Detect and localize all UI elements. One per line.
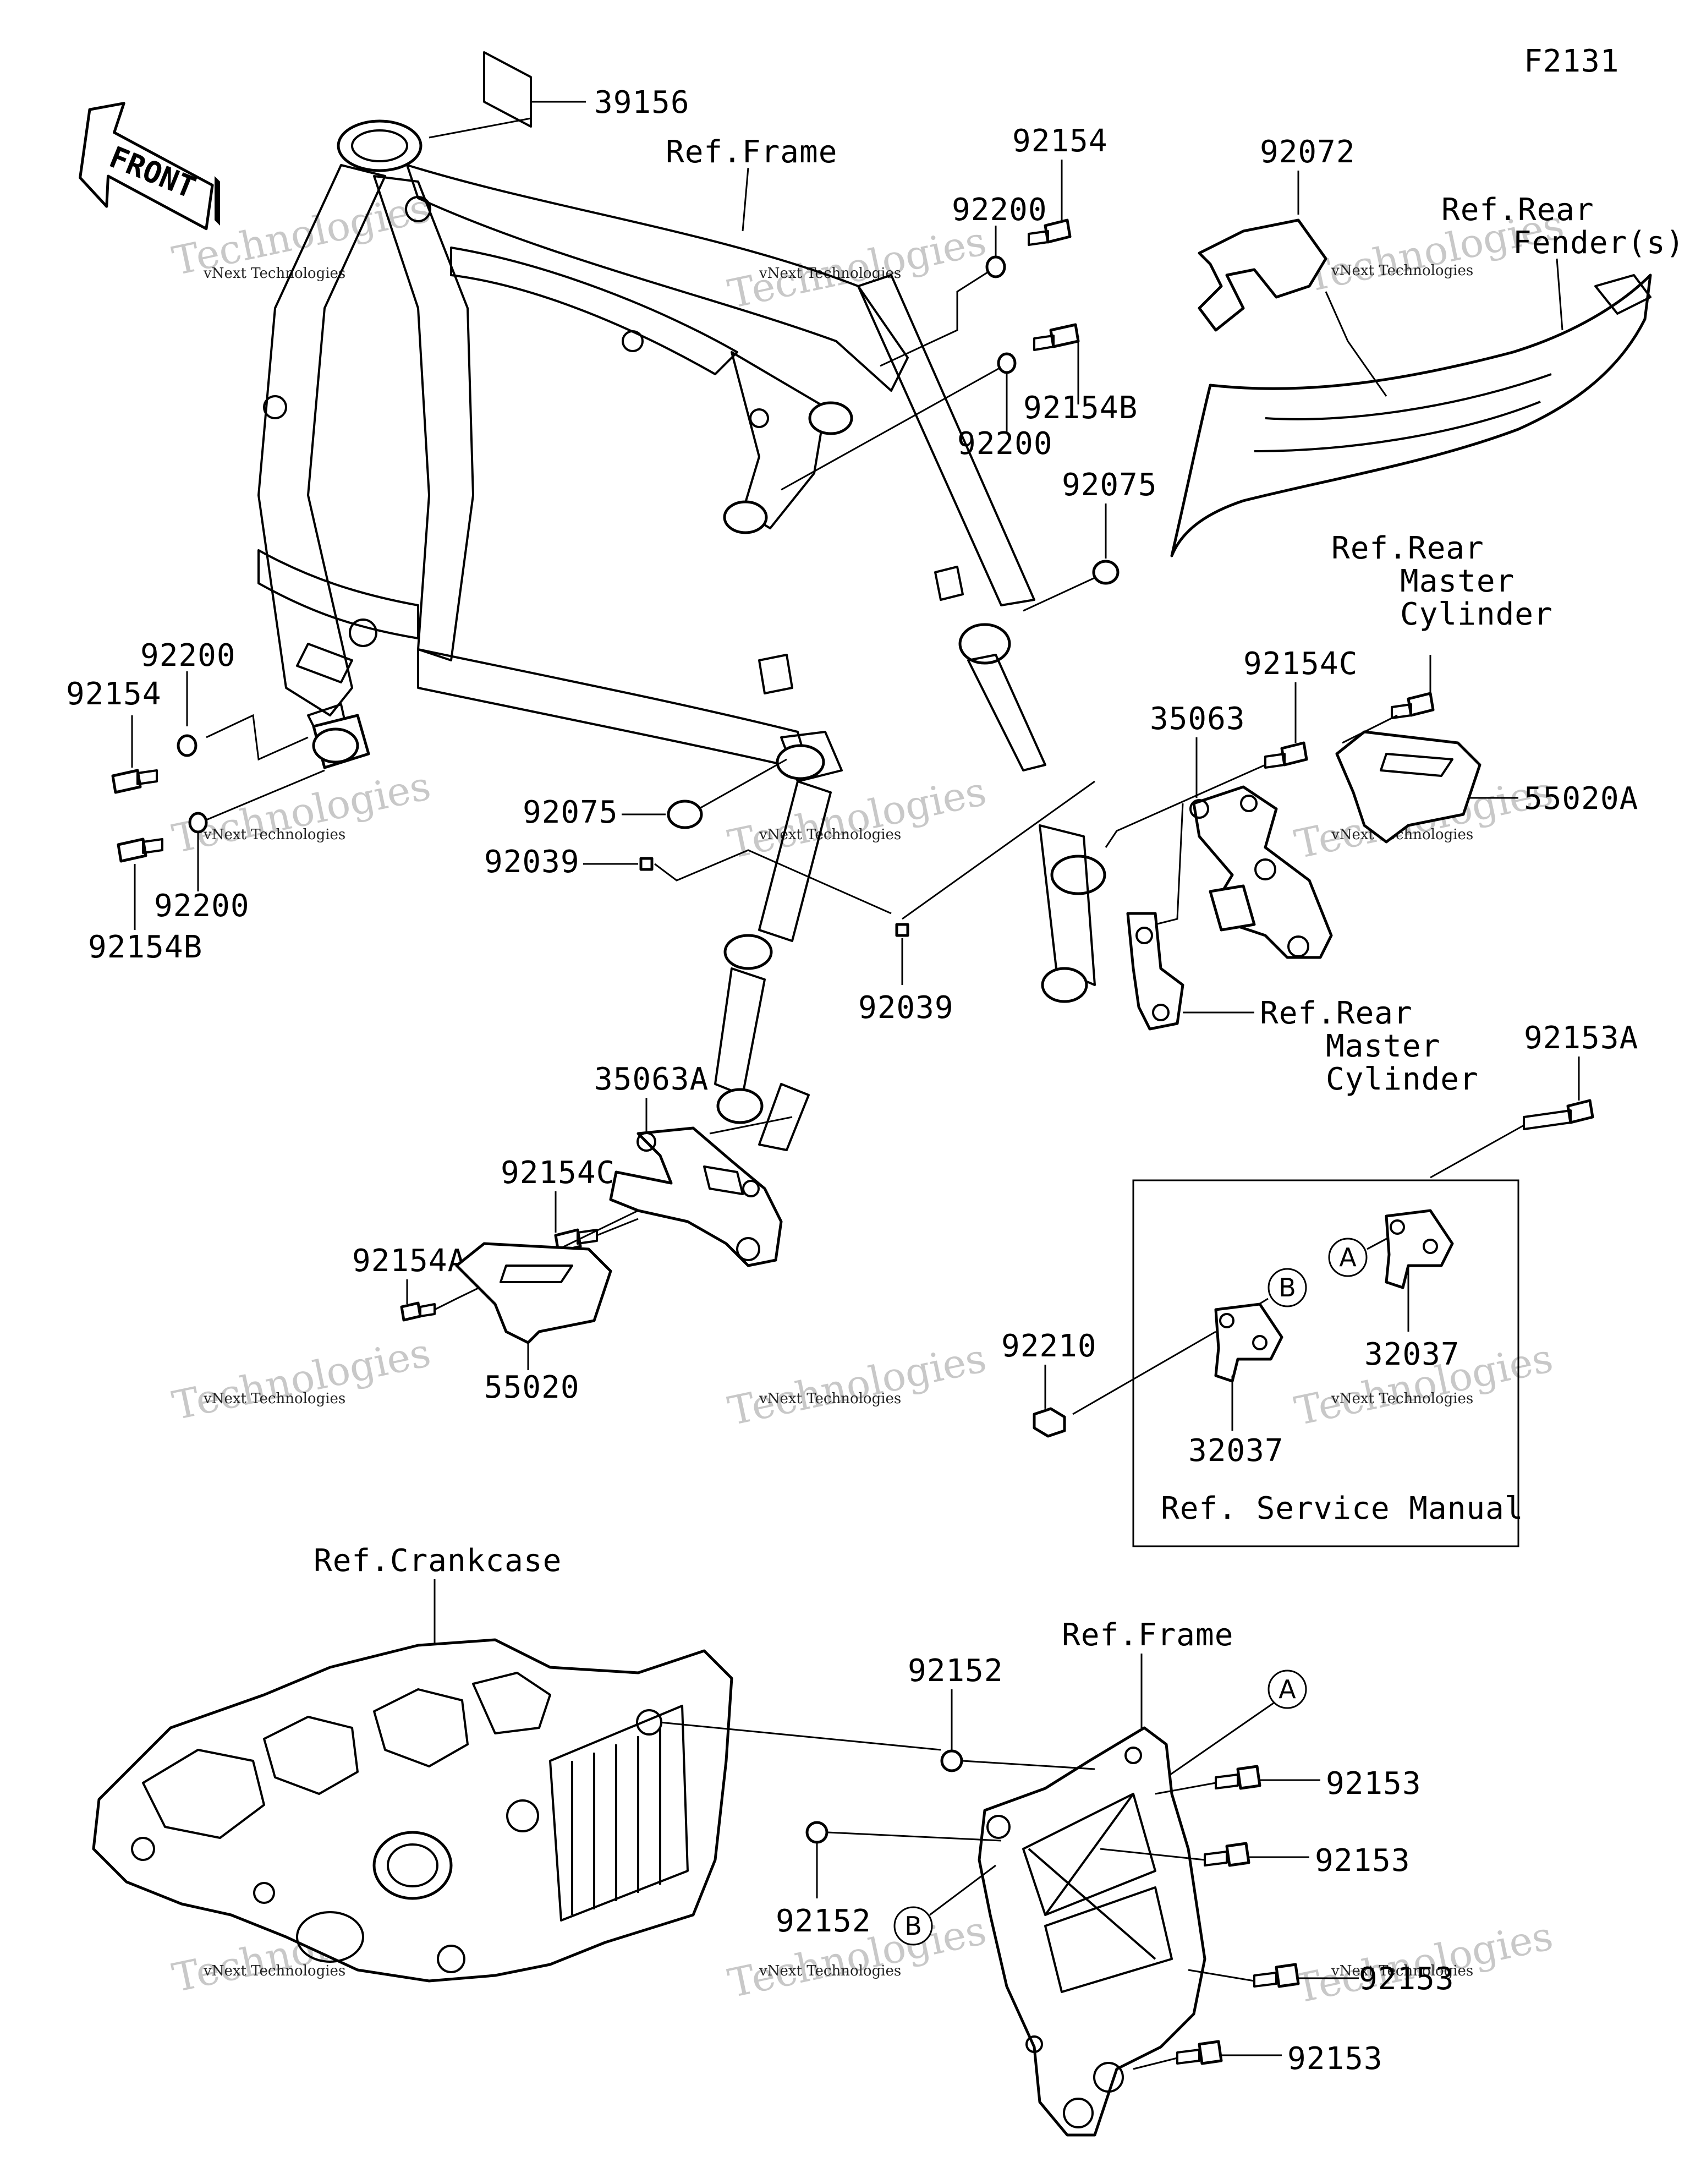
circle-marker-b: B <box>893 1906 933 1946</box>
label-b: B <box>1279 1273 1296 1302</box>
label-p92039-mid: 92039 <box>858 990 954 1026</box>
bolt-icon <box>117 838 163 863</box>
bolt-icon <box>1391 692 1435 719</box>
label-p35063: 35063 <box>1150 701 1245 737</box>
rear-fender-group: 92072 Ref.Rear Fender(s) <box>1170 134 1684 557</box>
label-line2: Technologies <box>724 768 990 867</box>
label-line1: vNext Technologies <box>1331 1963 1473 1979</box>
label-p92152-top: 92152 <box>908 1653 1003 1689</box>
label-rear-fender-1: Ref.Rear <box>1441 192 1594 228</box>
label-line1: vNext Technologies <box>203 1963 345 1979</box>
label-p35063A: 35063A <box>594 1061 709 1097</box>
label-p55020A: 55020A <box>1524 781 1638 817</box>
label-p92152-bottom: 92152 <box>776 1903 871 1939</box>
bolt-icon <box>1523 1099 1594 1130</box>
ref-rear-master-cylinder-upper: Ref.Rear Master Cylinder <box>1331 530 1553 632</box>
footrest-bracket-left: 35063A 92154C 92154A 55020 <box>352 1061 793 1405</box>
label-p92153-1: 92153 <box>1326 1766 1422 1802</box>
label-p92200-left: 92200 <box>140 638 236 674</box>
label-rear-master-b-3: Cylinder <box>1326 1061 1479 1097</box>
fasteners-top-right: 92154 92200 92154B 92200 <box>781 123 1138 491</box>
diagram-code: F2131 <box>1524 43 1620 79</box>
label-frame-top: Ref.Frame <box>666 134 837 170</box>
label-frame-bottom: Ref.Frame <box>1062 1617 1233 1653</box>
bolt-icon <box>1176 2040 1223 2065</box>
circle-marker-b: B <box>1268 1268 1307 1307</box>
part-39156: 39156 <box>429 51 690 139</box>
label-a: A <box>1339 1242 1357 1272</box>
bolt-icon <box>400 1301 436 1322</box>
circle-marker-a: A <box>1268 1670 1307 1709</box>
label-p92153A: 92153A <box>1524 1020 1638 1056</box>
label-p92039-left: 92039 <box>484 844 580 880</box>
label-p39156: 39156 <box>594 85 690 121</box>
bolt-icon <box>1264 741 1308 769</box>
fasteners-left: 92200 92154 92200 92154B <box>66 638 325 965</box>
label-p92075-mid: 92075 <box>523 795 618 830</box>
front-arrow-icon: FRONT <box>79 102 220 231</box>
ref-rear-master-cylinder-lower: Ref.Rear Master Cylinder <box>1260 995 1479 1097</box>
frame <box>257 119 1106 1151</box>
label-line2: Technologies <box>168 1329 435 1428</box>
label-rear-master-b-1: Ref.Rear <box>1260 995 1413 1031</box>
label-line2: Technologies <box>168 762 435 862</box>
label-line2: Technologies <box>724 1334 990 1434</box>
label-p32037-b: 32037 <box>1188 1433 1284 1469</box>
service-manual-box: Ref. Service Manual 92153A A 32037 B 320… <box>1001 1020 1638 1547</box>
part-92075-right: 92075 <box>1023 467 1157 612</box>
bolt-icon <box>1253 1963 1300 1988</box>
label-rear-master-a-3: Cylinder <box>1400 596 1553 632</box>
label-p32037-a: 32037 <box>1364 1337 1460 1372</box>
label-line1: vNext Technologies <box>759 1963 901 1979</box>
label-service-box-label: Ref. Service Manual <box>1161 1491 1524 1526</box>
label-p92153-2: 92153 <box>1315 1843 1411 1879</box>
label-p92200-left2: 92200 <box>154 888 250 924</box>
label-line1: vNext Technologies <box>1331 1391 1473 1407</box>
label-p92154C-left: 92154C <box>501 1155 615 1191</box>
bolt-icon <box>111 769 158 794</box>
label-line1: vNext Technologies <box>1331 262 1473 279</box>
label-crankcase: Ref.Crankcase <box>314 1543 562 1579</box>
engine-mount-bracket: Ref.Frame A 92152 92152 B <box>776 1617 1455 2137</box>
bolt-icon <box>1215 1765 1261 1790</box>
label-line1: vNext Technologies <box>759 1391 901 1407</box>
label-p92154B-left: 92154B <box>88 929 202 965</box>
label-line1: vNext Technologies <box>203 1391 345 1407</box>
bolt-icon <box>1033 323 1080 351</box>
label-p92154-left: 92154 <box>66 676 162 712</box>
label-p92154A: 92154A <box>352 1243 467 1279</box>
circle-marker-a: A <box>1328 1238 1368 1277</box>
label-line1: vNext Technologies <box>203 265 345 282</box>
label-line1: vNext Technologies <box>203 826 345 843</box>
crankcase: Ref.Crankcase <box>92 1543 941 1983</box>
label-p92154B-top: 92154B <box>1023 390 1138 426</box>
label-p92210: 92210 <box>1001 1328 1097 1364</box>
fasteners-mid: 92075 92039 92039 <box>484 758 1095 1026</box>
label-p92153-4: 92153 <box>1287 2041 1383 2077</box>
label-rear-master-a-1: Ref.Rear <box>1331 530 1484 566</box>
ref-frame-top: Ref.Frame <box>666 134 837 232</box>
label-rear-fender-2: Fender(s) <box>1513 225 1684 261</box>
label-p92072: 92072 <box>1260 134 1356 170</box>
bolt-icon <box>1204 1842 1250 1867</box>
footrest-bracket-right: 35063 92154C 55020A <box>1105 646 1638 1031</box>
label-b: B <box>904 1911 922 1941</box>
label-p92154-top: 92154 <box>1012 123 1108 159</box>
label-p92200-top: 92200 <box>952 192 1047 228</box>
label-p92153-3: 92153 <box>1359 1961 1455 1997</box>
label-p92075-right: 92075 <box>1062 467 1157 503</box>
label-p92200-mid: 92200 <box>957 426 1053 462</box>
label-rear-master-b-2: Master <box>1326 1028 1440 1064</box>
label-p55020: 55020 <box>484 1370 580 1405</box>
label-p92154C-right: 92154C <box>1243 646 1358 682</box>
label-rear-master-a-2: Master <box>1400 563 1515 599</box>
label-a: A <box>1279 1674 1296 1704</box>
bolt-icon <box>1028 218 1072 246</box>
label-line1: vNext Technologies <box>759 826 901 843</box>
